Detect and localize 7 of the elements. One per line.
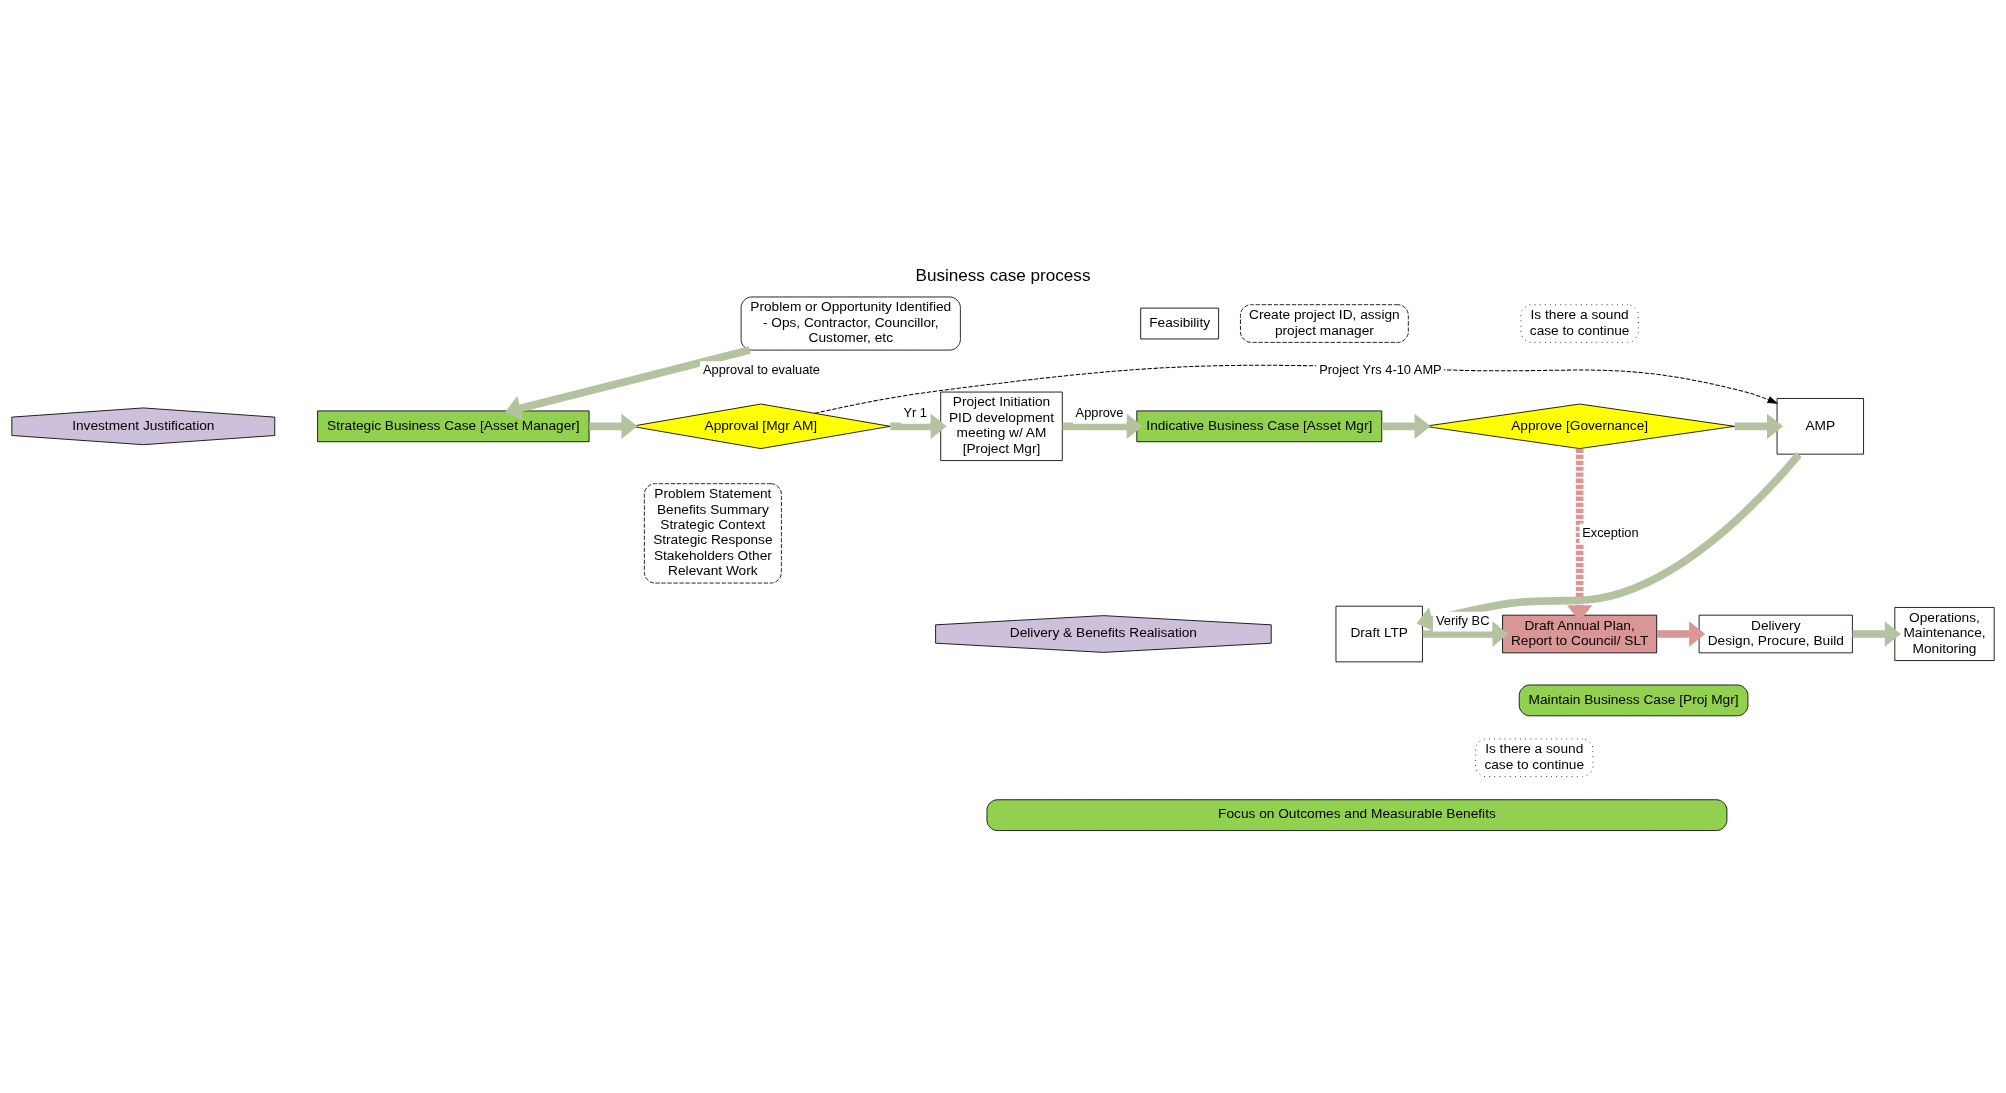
edge-label: Verify BC bbox=[1435, 612, 1490, 628]
edge-label: Yr 1 bbox=[903, 404, 927, 420]
edge-label: Project Yrs 4-10 AMP bbox=[1319, 362, 1442, 377]
edge-label: Approve bbox=[1075, 404, 1124, 420]
diagram-title: Business case process bbox=[915, 265, 1091, 285]
edge-label: Exception bbox=[1582, 524, 1639, 540]
edge-label: Approval to evaluate bbox=[703, 362, 820, 377]
